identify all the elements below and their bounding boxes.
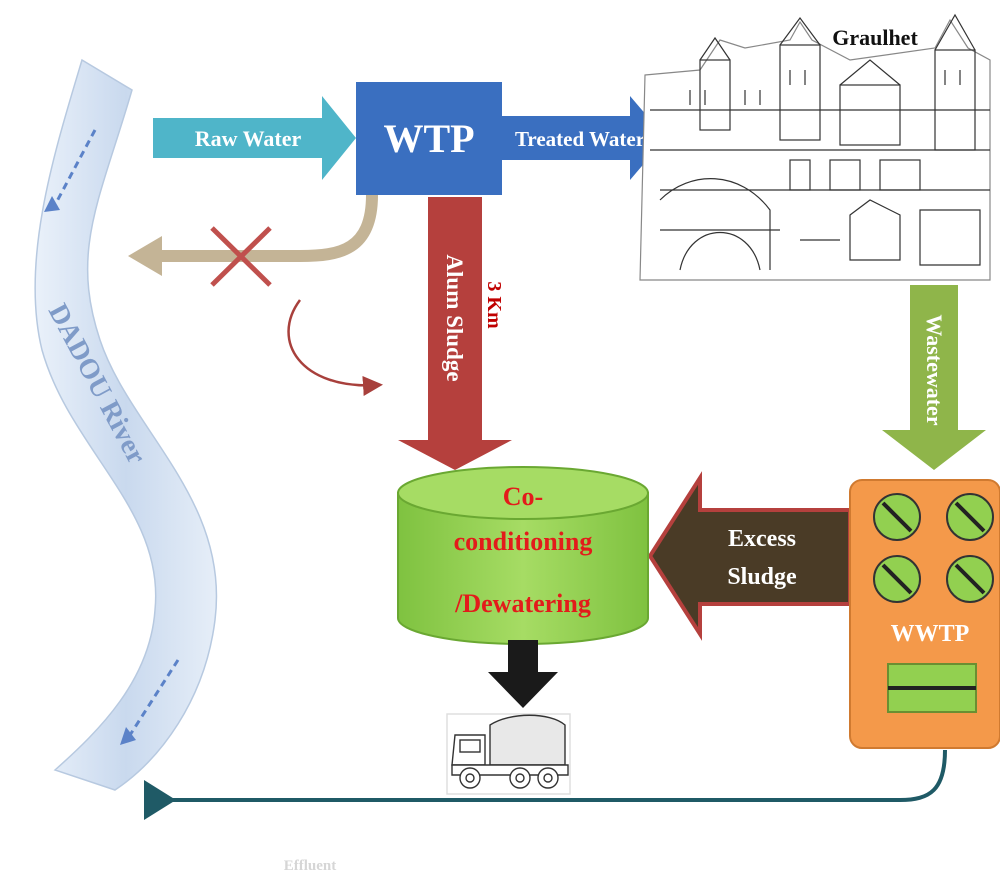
distance-label: 3 Km xyxy=(483,281,505,329)
tank-text-line2: conditioning xyxy=(454,527,593,556)
wastewater-label: Wastewater xyxy=(922,314,947,425)
river-flow-arrow-top xyxy=(53,129,97,206)
to-truck-arrow xyxy=(488,640,558,708)
treated-water-label: Treated Water xyxy=(515,127,645,151)
tank-text-line3: /Dewatering xyxy=(454,589,591,618)
co-conditioning-tank: Co- conditioning /Dewatering xyxy=(397,466,649,645)
alum-sludge-arrow: Alum Sludge 3 Km xyxy=(398,197,512,470)
wwtp-tanks xyxy=(873,493,994,603)
wastewater-arrow: Wastewater xyxy=(882,285,986,470)
effluent-line xyxy=(144,749,947,820)
wtp-label: WTP xyxy=(383,116,474,161)
raw-water-arrow: Raw Water xyxy=(153,96,356,180)
dadou-river: DADOU River xyxy=(34,58,218,791)
blocked-discharge xyxy=(128,194,378,287)
excess-sludge-arrow: Excess Sludge xyxy=(647,471,852,641)
wwtp-box: WWTP xyxy=(849,479,1000,749)
excess-sludge-line2: Sludge xyxy=(727,564,797,590)
curved-arrow xyxy=(287,299,383,396)
wwtp-label: WWTP xyxy=(891,621,970,647)
city-illustration: Graulhet xyxy=(639,13,991,281)
river-flow-arrow-bottom xyxy=(128,659,180,736)
effluent-label: Effluent xyxy=(284,858,337,874)
excess-sludge-line1: Excess xyxy=(728,526,796,552)
alum-sludge-label: Alum Sludge xyxy=(442,254,467,381)
raw-water-label: Raw Water xyxy=(195,126,302,151)
city-label: Graulhet xyxy=(832,25,918,50)
wtp-box: WTP xyxy=(356,82,502,195)
treated-water-arrow: Treated Water xyxy=(502,96,666,180)
tank-text-line1: Co- xyxy=(503,482,543,511)
truck-icon xyxy=(446,713,571,795)
